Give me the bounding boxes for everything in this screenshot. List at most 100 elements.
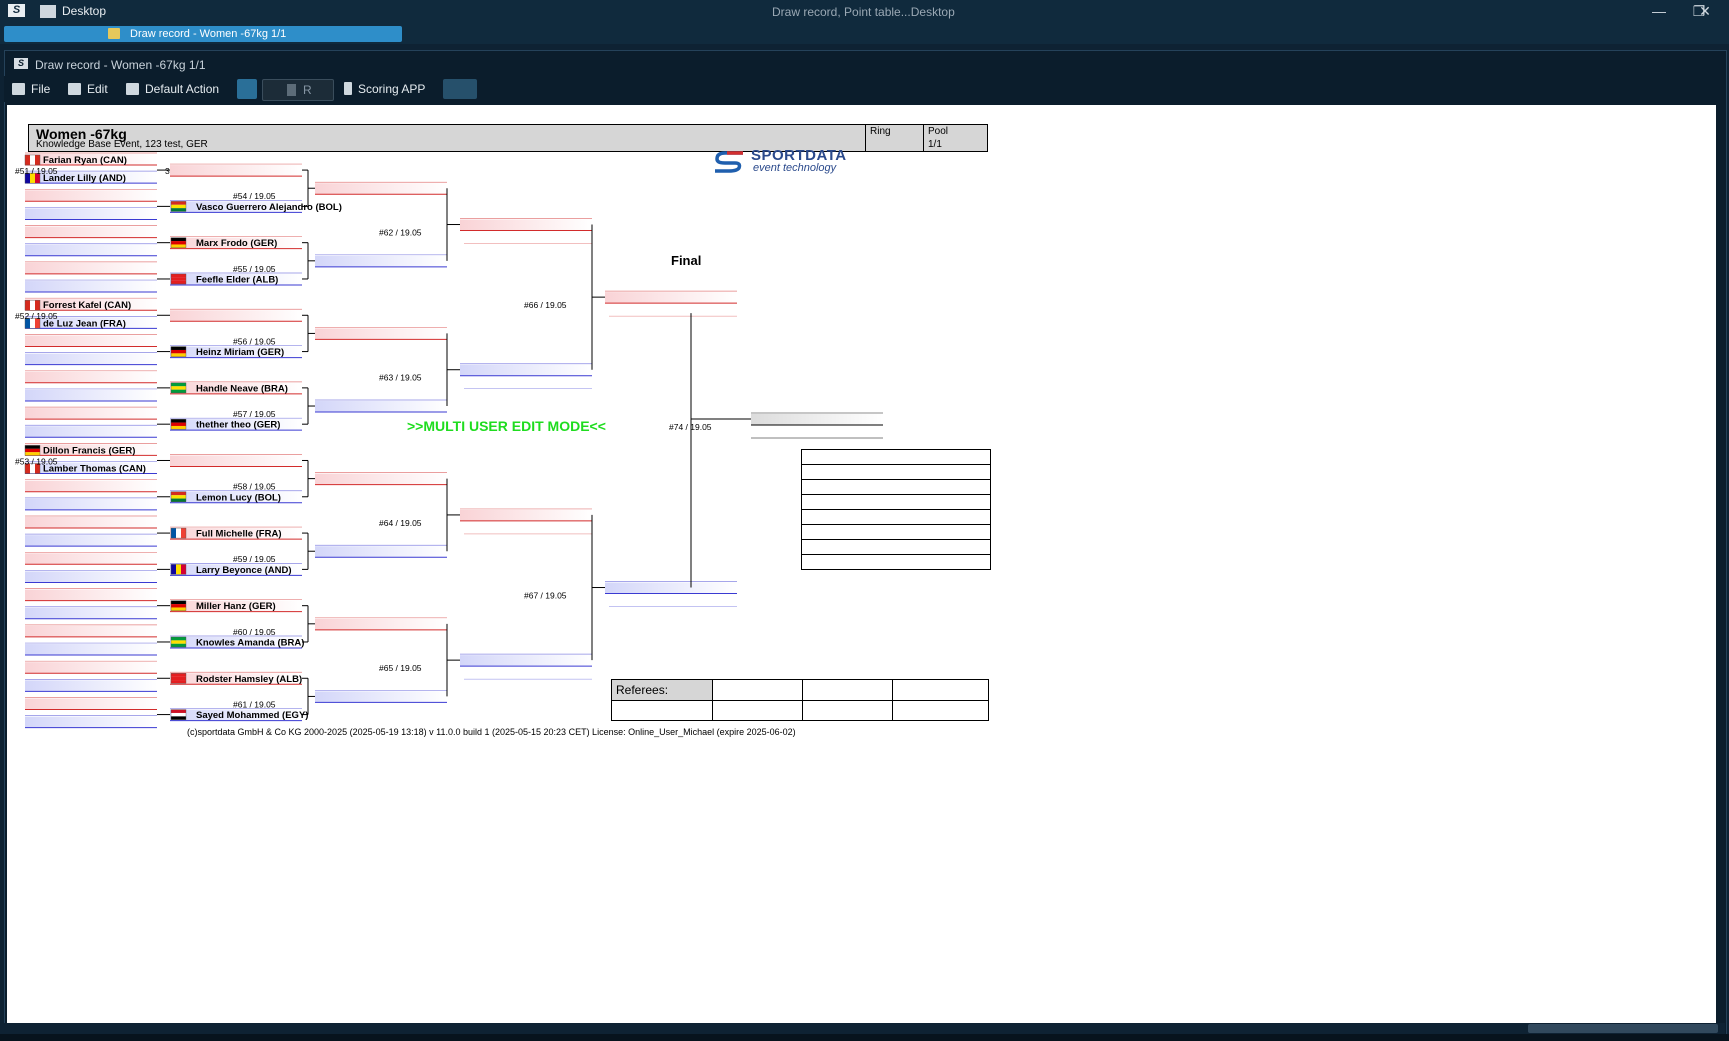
minimize-icon[interactable]: — xyxy=(1652,3,1666,19)
flag-ger-icon-border xyxy=(170,600,187,611)
toolbar: File Edit Default Action R Scoring APP xyxy=(4,76,1725,102)
r1-entrant-name: Handle Neave (BRA) xyxy=(196,383,288,394)
r0-slot-fill xyxy=(25,625,157,637)
r1-slot-fill xyxy=(170,709,302,721)
r3-slot-fill xyxy=(460,509,592,521)
r-field[interactable]: R xyxy=(262,79,334,101)
edit-menu[interactable]: Edit xyxy=(68,81,108,97)
r1-entrant-name: Miller Hanz (GER) xyxy=(196,601,276,612)
r1-match-label: #56 / 19.05 xyxy=(233,336,276,346)
ranking-row xyxy=(801,479,991,494)
draw-record-icon xyxy=(108,28,120,39)
flag-fra-icon xyxy=(171,528,176,539)
r0-match-label: #52 / 19.05 xyxy=(15,311,58,321)
flag-bra-icon-border xyxy=(170,382,187,394)
desktop-window-icon xyxy=(40,5,56,18)
r0-slot-fill xyxy=(25,172,157,184)
r1-slot-fill xyxy=(170,273,302,285)
ranking-row xyxy=(801,449,991,464)
flag-and-icon xyxy=(35,173,40,184)
flag-and-icon xyxy=(181,564,186,575)
taskbar-tab-draw-record[interactable]: Draw record - Women -67kg 1/1 xyxy=(4,26,402,42)
flag-fra-icon xyxy=(30,318,35,329)
window-title: Draw record - Women -67kg 1/1 xyxy=(35,58,206,72)
file-icon xyxy=(12,83,25,95)
flag-fra-icon xyxy=(181,528,186,539)
flag-and-icon xyxy=(176,564,181,575)
flag-can-icon xyxy=(35,300,40,311)
flag-can-icon xyxy=(25,463,30,474)
brand-main: SPORTDATA xyxy=(751,147,847,164)
r0-slot-fill xyxy=(25,244,157,256)
ranking-row xyxy=(801,524,991,539)
flag-and-icon xyxy=(171,564,176,575)
sync-icon[interactable] xyxy=(237,79,257,99)
flag-and-icon-border xyxy=(24,172,41,184)
r2-slot-fill xyxy=(315,546,447,558)
flag-can-icon xyxy=(25,155,30,165)
close-icon[interactable]: ✕ xyxy=(1699,3,1711,19)
flag-alb-icon xyxy=(171,676,186,681)
r1-match-label: #61 / 19.05 xyxy=(233,699,276,709)
flag-ger-icon xyxy=(25,452,40,456)
flag-alb-icon xyxy=(171,277,186,281)
file-menu[interactable]: File xyxy=(12,81,50,97)
scoring-app-button[interactable]: Scoring APP xyxy=(344,81,425,97)
flag-bra-icon xyxy=(171,640,186,644)
r0-match-label: #51 / 19.05 xyxy=(15,166,58,176)
r2-slot-fill xyxy=(315,618,447,630)
r1-slot-fill xyxy=(170,419,302,431)
r0-slot-fill xyxy=(25,644,157,656)
r1-slot-fill xyxy=(170,636,302,648)
sportdata-brand-logo: SPORTDATA event technology xyxy=(713,145,883,181)
r2-match-label: #65 / 19.05 xyxy=(379,663,422,673)
referees-divider xyxy=(612,700,988,701)
flag-bra-icon xyxy=(171,636,186,641)
flag-bra-icon xyxy=(171,389,186,394)
r1-entrant-name: thether theo (GER) xyxy=(196,420,280,431)
scoring-app-label: Scoring APP xyxy=(358,82,426,96)
r1-match-label: #55 / 19.05 xyxy=(233,264,276,274)
flag-bol-icon xyxy=(171,491,186,496)
r0-slot-fill xyxy=(25,589,157,601)
r0-entrant-name: de Luz Jean (FRA) xyxy=(43,318,126,329)
r1-match-label: #57 / 19.05 xyxy=(233,409,276,419)
r1-slot-fill xyxy=(170,382,302,394)
scrollbar-thumb[interactable] xyxy=(1528,1024,1718,1033)
bottom-strip xyxy=(0,1034,1729,1041)
flag-alb-icon xyxy=(171,280,186,285)
flag-ger-icon xyxy=(25,445,40,449)
r1-slot-fill xyxy=(170,564,302,576)
podium-icon[interactable] xyxy=(443,79,477,99)
restore-icon[interactable]: ❐ xyxy=(1692,3,1706,19)
flag-ger-icon-border xyxy=(170,418,187,430)
pool-cell: Pool 1/1 xyxy=(923,125,988,151)
flag-can-icon xyxy=(35,463,40,474)
r0-slot-fill xyxy=(25,716,157,728)
horizontal-scrollbar[interactable] xyxy=(4,1023,1725,1034)
desktop-label[interactable]: Desktop xyxy=(62,4,107,18)
flag-bol-icon xyxy=(171,204,186,209)
r2-slot-fill xyxy=(315,691,447,703)
ranking-row xyxy=(801,464,991,479)
default-action-menu[interactable]: Default Action xyxy=(126,81,219,97)
flag-ger-icon xyxy=(171,349,186,354)
flag-can-icon-border xyxy=(24,463,41,474)
sportdata-logo-icon[interactable]: S xyxy=(8,4,25,17)
flag-ger-icon xyxy=(171,604,186,608)
r1-entrant-name: Knowles Amanda (BRA) xyxy=(196,637,304,648)
ranking-row xyxy=(801,554,991,570)
r0-slot-fill xyxy=(25,462,157,474)
r0-slot-fill xyxy=(25,535,157,547)
system-title-bar: S Desktop Draw record, Point table...Des… xyxy=(0,0,1729,22)
r0-slot-fill xyxy=(25,281,157,293)
flag-ger-icon xyxy=(25,448,40,453)
r0-slot-fill xyxy=(25,444,157,456)
r1-slot-fill xyxy=(170,600,302,612)
r0-entrant-name: Farian Ryan (CAN) xyxy=(43,155,127,166)
r0-slot-fill xyxy=(25,517,157,528)
referees-header-cell: Referees: xyxy=(612,680,713,701)
semi-slot-fill xyxy=(605,292,737,304)
r0-slot-fill xyxy=(25,262,157,274)
referees-label: Referees: xyxy=(616,683,669,697)
